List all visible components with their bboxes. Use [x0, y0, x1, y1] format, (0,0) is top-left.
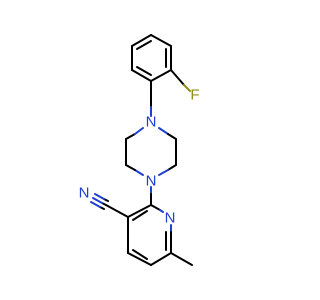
structure-diagram: F N N N N [79, 34, 200, 266]
atom-label-n-piperazine-bottom: N [146, 173, 157, 190]
atom-label-n-nitrile: N [79, 185, 90, 202]
piperazine-ring [125, 127, 177, 176]
methyl-bond [170, 252, 193, 266]
atom-label-n-piperazine-top: N [146, 114, 157, 131]
pyridine-ring [127, 204, 172, 266]
atom-label-n-pyridine: N [165, 210, 176, 227]
c-f-bond [170, 69, 185, 86]
atom-label-fluorine: F [190, 87, 199, 104]
fluorophenyl-ring [131, 34, 172, 82]
c-f-bond-f-segment [183, 84, 191, 92]
nitrile-group [90, 193, 129, 218]
